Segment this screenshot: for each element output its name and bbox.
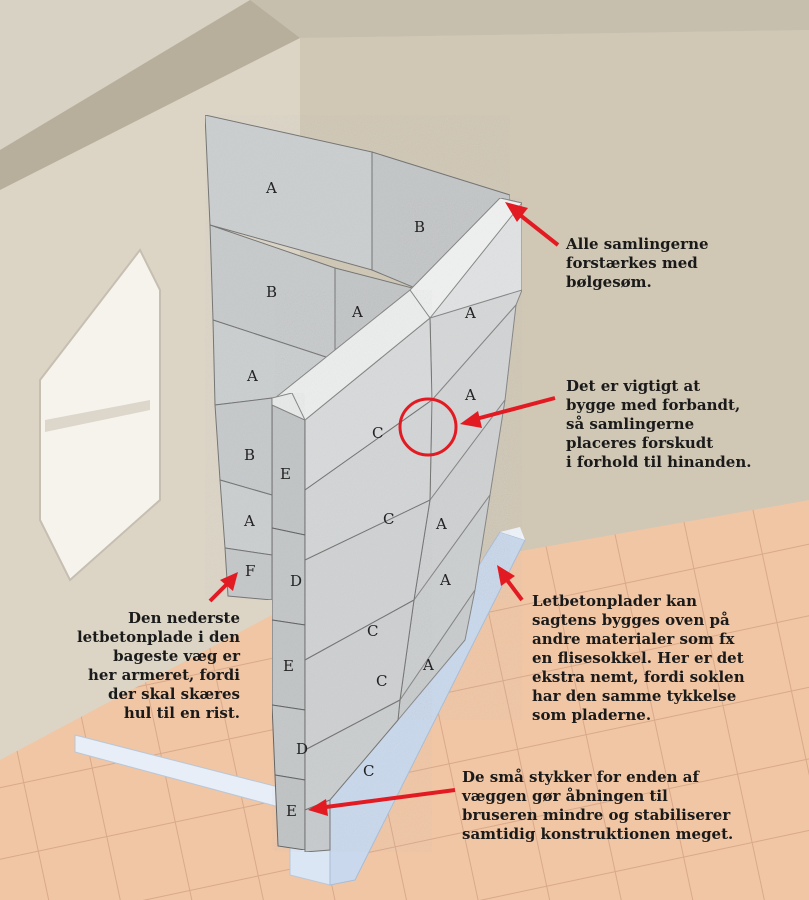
arrow-base [497,565,524,602]
block-label: A [351,303,363,321]
callout-bond: Det er vigtigt at bygge med forbandt, så… [566,377,751,472]
block-label: D [296,740,308,758]
block-label: A [246,367,258,385]
callout-line: letbetonplade i den [76,628,240,646]
block-label: A [464,386,476,404]
callout-base: Letbetonplader kan sagtens bygges oven p… [532,592,745,725]
side-wall [397,197,523,722]
callout-line: her armeret, fordi [88,666,240,684]
callout-line: væggen gør åbningen til [462,787,668,805]
block-label: C [372,424,383,442]
block-label: A [464,304,476,322]
niche-shelf [45,400,150,432]
block-label: B [266,283,277,301]
block-label: B [244,446,255,464]
arrow-pieces [308,788,456,816]
block-label: D [290,572,302,590]
block-label: F [245,562,255,580]
callout-end-pieces: De små stykker for enden af væggen gør å… [462,768,733,844]
block-label: A [422,656,434,674]
block-label: A [435,515,447,533]
callout-line: så samlingerne [566,415,695,433]
callout-line: samtidig konstruktionen meget. [462,825,734,843]
highlight-circle [398,397,458,457]
callout-line: har den samme tykkelse [532,687,737,705]
callout-line: bageste væg er [113,647,240,665]
callout-line: Letbetonplader kan [532,592,697,610]
callout-line: andre materialer som fx [532,630,735,648]
callout-line: forstærkes med [566,254,698,272]
back-wall [204,114,511,601]
callout-line: Alle samlingerne [566,235,709,253]
callout-line: Den nederste [128,609,240,627]
block-label: C [363,762,374,780]
block-label: C [376,672,387,690]
callout-bottom-panel: Den nederste letbetonplade i den bageste… [60,609,240,723]
block-label: E [283,657,294,675]
wall-top-left [0,0,300,190]
block-labels: A B B A A B A F A A A A A C C C C C E D … [243,179,476,820]
callout-line: som pladerne. [532,706,652,724]
callout-line: hul til en rist. [123,704,240,722]
block-label: E [286,802,297,820]
block-label: A [439,571,451,589]
callout-line: placeres forskudt [566,434,714,452]
arrow-bottom [208,572,238,603]
block-label: C [383,510,394,528]
callout-line: ekstra nemt, fordi soklen [532,668,745,686]
wall-top-right [250,0,809,38]
block-label: A [265,179,277,197]
block-label: C [367,622,378,640]
callout-line: sagtens bygges oven på [532,611,730,629]
callout-line: bygge med forbandt, [566,396,741,414]
callout-line: bølgesøm. [566,273,652,291]
callout-line: De små stykker for enden af [462,768,699,786]
callout-joints: Alle samlingerne forstærkes med bølgesøm… [566,235,709,292]
callout-line: bruseren mindre og stabiliserer [462,806,731,824]
block-label: E [280,465,291,483]
callout-line: i forhold til hinanden. [566,453,752,471]
front-wall [274,289,433,853]
arrow-bond [460,396,556,428]
arrow-joints [505,202,560,247]
block-label: A [243,512,255,530]
callout-line: Det er vigtigt at [566,377,701,395]
end-pieces [271,392,307,851]
callout-arrows [208,202,560,816]
callout-line: en flisesokkel. Her er det [532,649,744,667]
callout-line: der skal skæres [108,685,240,703]
block-label: B [414,218,425,236]
